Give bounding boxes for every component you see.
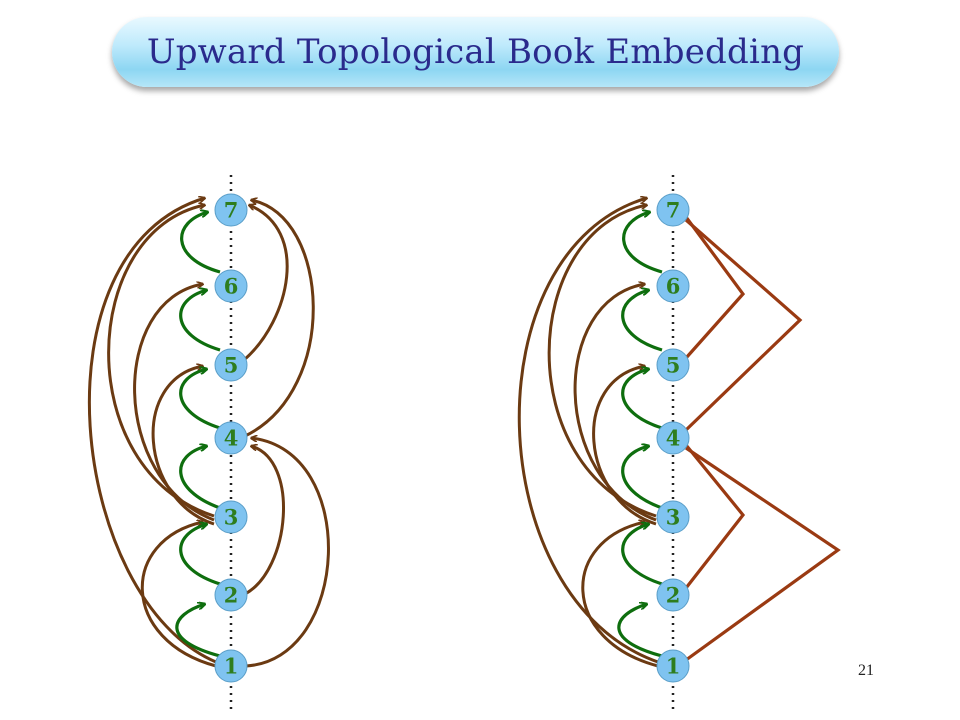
right-edge-2-4-outer xyxy=(684,443,746,589)
left-node-4-label: 4 xyxy=(224,426,239,451)
right-edge-1-7 xyxy=(517,198,659,664)
right-node-5: 5 xyxy=(656,348,690,382)
page-number: 21 xyxy=(858,662,874,679)
left-node-7: 7 xyxy=(214,193,248,227)
right-edge-3-6 xyxy=(573,284,657,522)
left-node-4: 4 xyxy=(214,421,248,455)
left-edge-1-2 xyxy=(175,604,221,658)
right-edge-4-7-outer xyxy=(684,218,803,432)
left-edge-1-4 xyxy=(245,438,330,668)
right-edge-4-5 xyxy=(621,369,663,430)
left-edge-5-7 xyxy=(243,205,289,362)
right-node-3: 3 xyxy=(656,500,690,534)
right-node-2-label: 2 xyxy=(666,583,681,608)
left-edge-5-6 xyxy=(179,290,221,352)
right-edge-3-5 xyxy=(592,366,657,526)
left-edge-2-3 xyxy=(179,524,221,586)
left-node-2-label: 2 xyxy=(224,583,239,608)
right-node-4-label: 4 xyxy=(666,426,681,451)
left-node-1-label: 1 xyxy=(224,654,239,679)
left-edge-4-5 xyxy=(179,369,221,430)
left-node-5: 5 xyxy=(214,348,248,382)
right-edge-1-3 xyxy=(581,522,659,668)
left-node-3-label: 3 xyxy=(224,505,239,530)
right-node-6-label: 6 xyxy=(666,274,681,299)
right-node-7: 7 xyxy=(656,193,690,227)
left-edge-3-6 xyxy=(133,284,215,522)
right-edge-5-6 xyxy=(621,290,663,352)
right-edge-3-7 xyxy=(547,205,657,518)
title-banner: Upward Topological Book Embedding xyxy=(112,17,839,87)
right-node-5-label: 5 xyxy=(666,353,681,378)
left-diagram: 7 6 5 4 3 2 1 xyxy=(88,175,330,712)
right-edge-1-2 xyxy=(617,604,663,658)
right-edge-6-7-outer xyxy=(684,216,746,360)
left-node-1: 1 xyxy=(214,649,248,683)
left-node-7-label: 7 xyxy=(224,198,239,223)
right-node-1: 1 xyxy=(656,649,690,683)
slide-title: Upward Topological Book Embedding xyxy=(146,32,805,72)
left-edge-2-4 xyxy=(244,446,285,596)
left-edge-1-7 xyxy=(88,198,217,664)
right-node-1-label: 1 xyxy=(666,654,681,679)
left-edge-6-7 xyxy=(180,212,221,274)
right-node-3-label: 3 xyxy=(666,505,681,530)
left-node-6-label: 6 xyxy=(224,274,239,299)
right-edge-2-3 xyxy=(621,524,663,586)
left-edge-4-7 xyxy=(244,200,315,438)
left-edge-3-4 xyxy=(179,446,221,510)
left-node-6: 6 xyxy=(214,269,248,303)
right-node-7-label: 7 xyxy=(666,198,681,223)
right-node-6: 6 xyxy=(656,269,690,303)
left-edge-1-3 xyxy=(140,522,217,668)
left-edge-3-5 xyxy=(151,366,215,526)
left-node-3: 3 xyxy=(214,500,248,534)
right-edge-3-4 xyxy=(621,446,663,510)
right-node-4: 4 xyxy=(656,421,690,455)
right-diagram: 7 6 5 4 3 2 1 xyxy=(517,175,841,712)
right-edge-6-7 xyxy=(622,212,663,274)
right-node-2: 2 xyxy=(656,578,690,612)
right-edge-1-4-outer xyxy=(685,446,841,662)
left-edge-3-7 xyxy=(107,205,215,518)
left-node-5-label: 5 xyxy=(224,353,239,378)
left-node-2: 2 xyxy=(214,578,248,612)
